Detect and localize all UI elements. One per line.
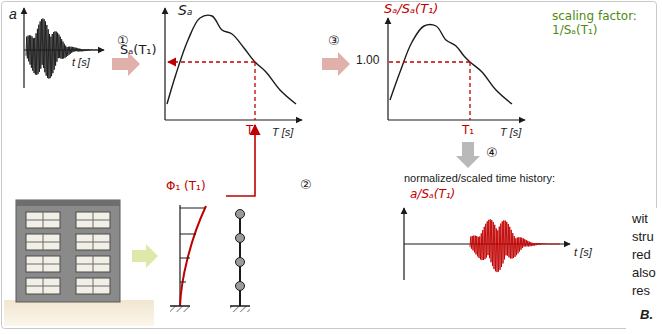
time-history-axes: [24, 8, 104, 88]
response-spectrum: [167, 15, 296, 104]
period-label: T₁: [462, 124, 474, 138]
period-guide: [469, 62, 470, 120]
paper-patch: [626, 208, 662, 334]
axis-label: Sₐ/Sₐ(T₁): [384, 2, 438, 17]
mode-label: Φ₁ (T₁): [166, 180, 206, 194]
normalized-spectrum: [390, 25, 512, 104]
paper-text: B.: [640, 308, 653, 323]
paper-text: stru: [632, 230, 654, 245]
period-guide: [254, 62, 255, 120]
normalized-spectrum-axes: [388, 18, 525, 120]
value-label: 1.00: [356, 54, 379, 68]
axis-label: t [s]: [574, 246, 592, 259]
building: [16, 200, 120, 302]
paper-text: also: [632, 266, 656, 281]
axis-label: T [s]: [500, 126, 521, 139]
acceleration-signal: [26, 19, 100, 79]
axis-label: Sₐ: [178, 2, 192, 18]
axis-label: a/Sₐ(T₁): [410, 188, 455, 202]
spectrum-axes: [165, 8, 302, 120]
axis-label: a: [9, 6, 17, 22]
scaled-history-axes: [404, 208, 570, 280]
step-number: ②: [300, 178, 312, 193]
panel-title: normalized/scaled time history:: [404, 172, 555, 185]
unit-guide: [388, 61, 470, 62]
step-arrow: [456, 142, 480, 168]
ground: [4, 300, 154, 326]
mode-shape: [170, 205, 206, 312]
axis-label: T [s]: [272, 126, 293, 139]
period-label: T₁: [246, 124, 258, 138]
step-arrow: [322, 52, 350, 76]
axis-label: t [s]: [72, 56, 90, 69]
paper-text: wit: [632, 212, 648, 227]
paper-text: red: [632, 248, 651, 263]
paper-text: res: [632, 284, 650, 299]
scaling-note: scaling factor: 1/Sₐ(T₁): [552, 10, 638, 38]
model-arrow: [132, 244, 158, 268]
step-number: ③: [328, 34, 340, 49]
stick-model: [230, 210, 250, 313]
scaled-signal: [470, 219, 560, 272]
step-number: ④: [486, 146, 498, 161]
sa-guide: [168, 61, 255, 62]
figure-frame: [2, 2, 657, 329]
value-label: Sₐ(T₁): [120, 43, 157, 58]
